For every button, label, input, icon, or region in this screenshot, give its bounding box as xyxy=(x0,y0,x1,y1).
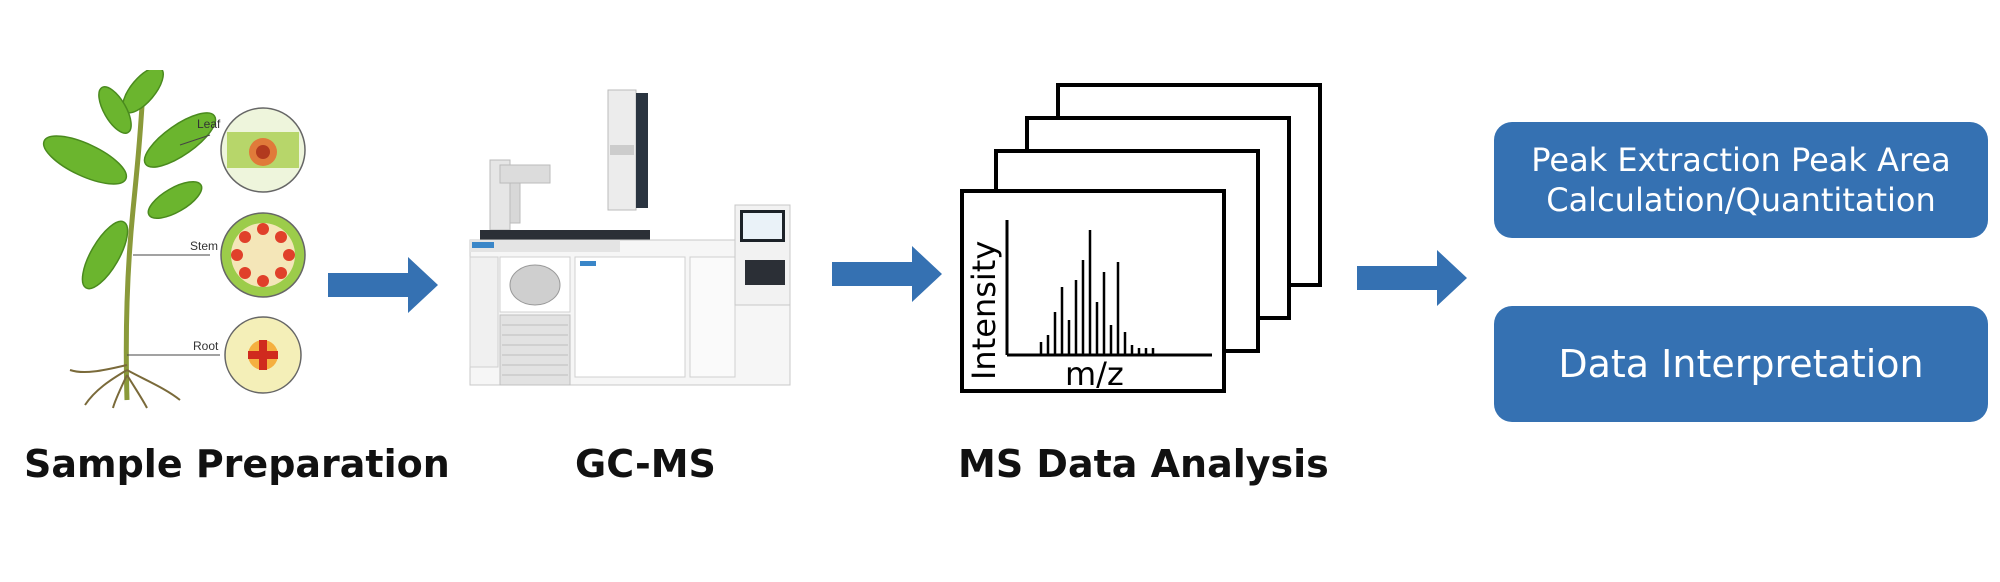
data-interpretation-text: Data Interpretation xyxy=(1558,342,1924,386)
spectrum-y-label: Intensity xyxy=(965,241,1003,380)
step-label-gc-ms: GC-MS xyxy=(575,442,716,486)
gcms-instrument-illustration xyxy=(469,89,791,386)
leaf-section-icon xyxy=(220,107,306,193)
arrow-3-icon xyxy=(1357,250,1467,306)
step-label-sample-preparation: Sample Preparation xyxy=(24,442,450,486)
step-label-ms-data-analysis: MS Data Analysis xyxy=(958,442,1329,486)
root-label: Root xyxy=(193,339,219,353)
arrow-2-icon xyxy=(832,246,942,302)
stem-section-icon xyxy=(220,212,306,298)
peak-extraction-box: Peak Extraction Peak Area Calculation/Qu… xyxy=(1494,122,1988,238)
peak-extraction-text: Peak Extraction Peak Area Calculation/Qu… xyxy=(1531,141,1951,219)
leaf-label: Leaf xyxy=(197,117,221,131)
stem-label: Stem xyxy=(190,239,218,253)
data-interpretation-box: Data Interpretation xyxy=(1494,306,1988,422)
mass-spectrum-stack: Intensity m/z xyxy=(960,83,1322,393)
plant-illustration: Leaf Stem Root xyxy=(42,70,306,409)
spectrum-x-label: m/z xyxy=(1065,355,1124,393)
root-section-icon xyxy=(224,316,302,394)
spectrum-front-panel: Intensity m/z xyxy=(960,189,1226,393)
arrow-1-icon xyxy=(328,257,438,313)
